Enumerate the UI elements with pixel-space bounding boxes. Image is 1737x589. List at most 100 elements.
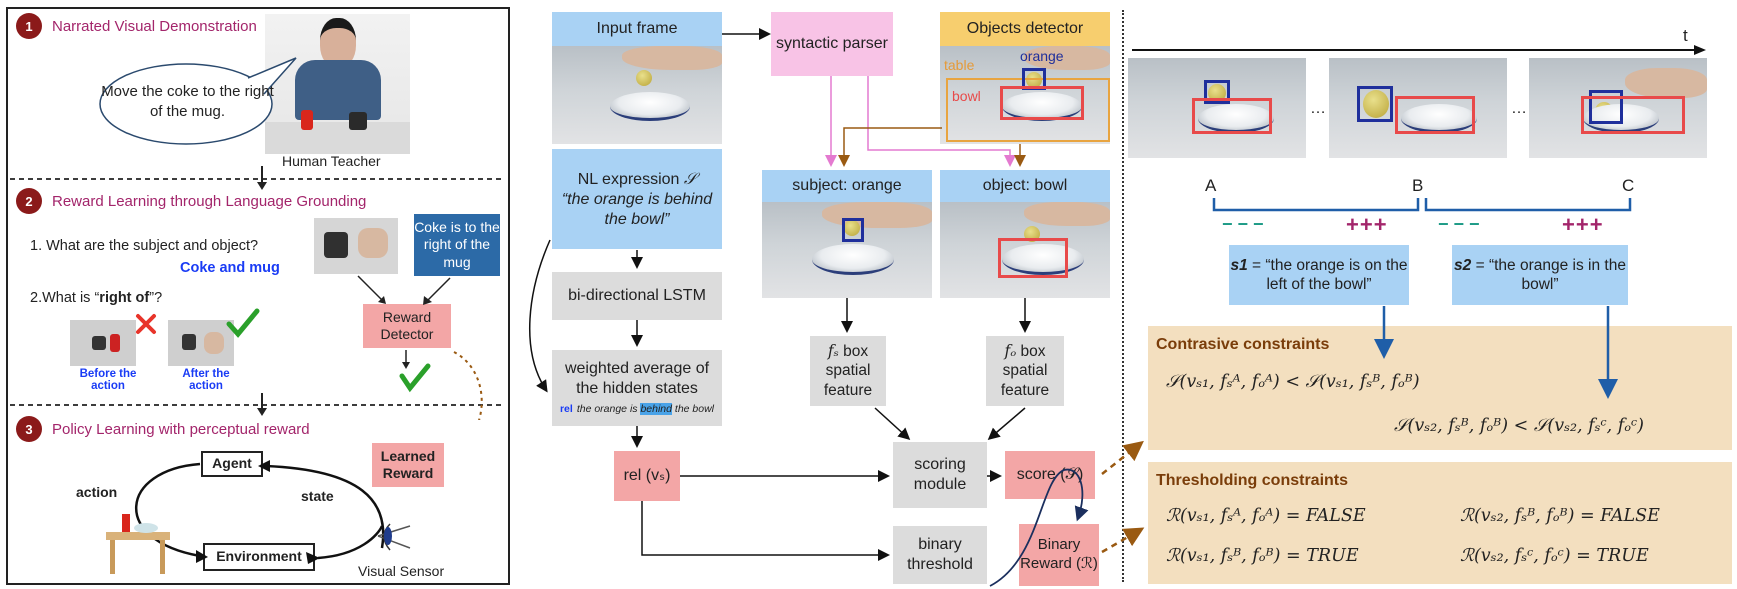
agent-box: Agent (201, 451, 263, 477)
binary-threshold-box: binary threshold (893, 526, 987, 584)
teacher-label: Human Teacher (282, 153, 381, 169)
question-2-bold: right of (99, 290, 150, 306)
s1-box: s1 = “the orange is on the left of the b… (1229, 245, 1409, 305)
s2-content: s2 = “the orange is in the bowl” (1452, 256, 1628, 295)
attention-before: the orange is (576, 403, 641, 416)
attention-after: the bowl (671, 403, 715, 416)
fo-feature-box: fₒ box spatial feature (986, 336, 1064, 406)
minus-signs-1: − − − (1222, 214, 1264, 234)
nl-expression-symbol: 𝒮 (683, 168, 697, 188)
panel-separator (1122, 10, 1124, 582)
policy-loop (106, 460, 411, 574)
contrastive-panel (1148, 326, 1732, 450)
s1-text: = “the orange is on the left of the bowl… (1247, 256, 1408, 293)
objects-detector-box: Objects detector (940, 12, 1110, 46)
before-action-image (70, 320, 136, 366)
section-2-title: Reward Learning through Language Groundi… (52, 193, 367, 210)
frame-c-image (1529, 58, 1707, 158)
cross-icon (136, 314, 156, 334)
detector-image (940, 46, 1110, 144)
threshold-eq-3: ℛ(vₛ₁, fₛᴮ, fₒᴮ) = TRUE (1166, 546, 1359, 566)
fs-symbol: fₛ (827, 341, 839, 360)
s2-text: = “the orange is in the bowl” (1471, 256, 1626, 293)
fs-feature-box: fₛ box spatial feature (810, 336, 886, 406)
object-image (940, 202, 1110, 298)
fo-feature-label: box spatial feature (1000, 342, 1050, 399)
subject-box: subject: orange (762, 170, 932, 202)
check-icon (226, 308, 260, 338)
point-c-label: C (1622, 176, 1635, 195)
s1-label: s1 (1230, 256, 1248, 274)
plus-signs-2: +++ (1562, 212, 1604, 237)
middle-arrows (529, 28, 1089, 587)
input-frame-box: Input frame (552, 12, 722, 46)
detector-label-bowl: bowl (952, 88, 981, 104)
contrastive-title: Contrasive constraints (1156, 336, 1330, 353)
threshold-title: Thresholding constraints (1156, 472, 1349, 489)
section-1-title: Narrated Visual Demonstration (52, 18, 257, 35)
nl-expression-box: NL expression 𝒮 “the orange is behind th… (552, 149, 722, 249)
after-label: After the action (182, 368, 230, 392)
threshold-eq-4: ℛ(vₛ₂, fₛᶜ, fₒᶜ) = TRUE (1460, 546, 1649, 566)
fs-feature-header: fₛ box spatial feature (810, 342, 886, 400)
time-label: t (1683, 26, 1688, 45)
question-1: 1. What are the subject and object? (30, 238, 259, 254)
threshold-panel (1148, 462, 1732, 584)
section-2-number: 2 (16, 188, 42, 214)
section-3-number: 3 (16, 416, 42, 442)
fo-symbol: fₒ (1004, 341, 1017, 360)
interval-brackets (1212, 198, 1632, 212)
syntactic-parser-box: syntactic parser (771, 12, 893, 76)
detector-label-orange: orange (1020, 48, 1064, 64)
state-label: state (301, 488, 334, 504)
contrastive-eq-2: 𝒮(vₛ₂, fₛᴮ, fₒᴮ) < 𝒮(vₛ₂, fₛᶜ, fₒᶜ) (1394, 416, 1645, 436)
action-label: action (76, 484, 118, 500)
speech-text: Move the coke to the right of the mug. (101, 83, 274, 120)
time-axis (1132, 45, 1706, 55)
learned-reward-box: Learned Reward (372, 443, 444, 487)
scoring-module-box: scoring module (893, 442, 987, 508)
frame-b-image (1329, 58, 1507, 158)
binary-reward-box: Binary Reward (ℛ) (1019, 524, 1099, 586)
ellipsis-1: … (1310, 100, 1326, 117)
environment-box: Environment (203, 543, 315, 571)
nl-expression-label: NL expression (577, 170, 680, 188)
s2-box: s2 = “the orange is in the bowl” (1452, 245, 1628, 305)
frame-a-image (1128, 58, 1306, 158)
section-2-arrows (357, 275, 483, 420)
question-2: 2.What is “right of”? (30, 290, 162, 306)
plus-signs-1: +++ (1346, 212, 1388, 237)
score-box: score (𝒮) (1005, 451, 1095, 499)
point-b-label: B (1412, 176, 1424, 195)
coke-mug-image (314, 218, 398, 274)
answer-1: Coke and mug (180, 260, 280, 276)
after-action-image (168, 320, 234, 366)
human-teacher-image (265, 14, 410, 154)
visual-sensor-label: Visual Sensor (358, 563, 445, 579)
left-panel-frame (6, 7, 510, 585)
nl-expression-text: “the orange is behind the bowl” (561, 190, 713, 228)
section-3-title: Policy Learning with perceptual reward (52, 421, 310, 438)
object-box: object: bowl (940, 170, 1110, 202)
point-a-label: A (1205, 176, 1217, 195)
coke-box: Coke is to the right of the mug (414, 214, 500, 276)
contrastive-eq-1: 𝒮(vₛ₁, fₛᴬ, fₒᴬ) < 𝒮(vₛ₁, fₛᴮ, fₒᴮ) (1166, 372, 1420, 392)
s1-content: s1 = “the orange is on the left of the b… (1229, 256, 1409, 295)
threshold-eq-2: ℛ(vₛ₂, fₛᴮ, fₒᴮ) = FALSE (1460, 506, 1660, 526)
reward-detector-box: Reward Detector (363, 304, 451, 348)
ellipsis-2: … (1511, 100, 1527, 117)
attention-rel-tag: rel (559, 403, 573, 416)
attention-highlight: behind (640, 403, 672, 416)
rel-box: rel (vₛ) (614, 451, 680, 501)
lstm-box: bi-directional LSTM (552, 272, 722, 320)
right-arrows (1101, 306, 1618, 554)
speech-bubble (99, 57, 297, 145)
fo-feature-header: fₒ box spatial feature (986, 342, 1064, 400)
before-label: Before the action (79, 368, 137, 392)
subject-image (762, 202, 932, 298)
question-2-suffix: ”? (149, 290, 163, 306)
weighted-average-box: weighted average of the hidden states re… (552, 350, 722, 426)
weighted-average-label: weighted average of the hidden states (564, 360, 710, 398)
question-2-prefix: 2.What is “ (30, 290, 100, 306)
